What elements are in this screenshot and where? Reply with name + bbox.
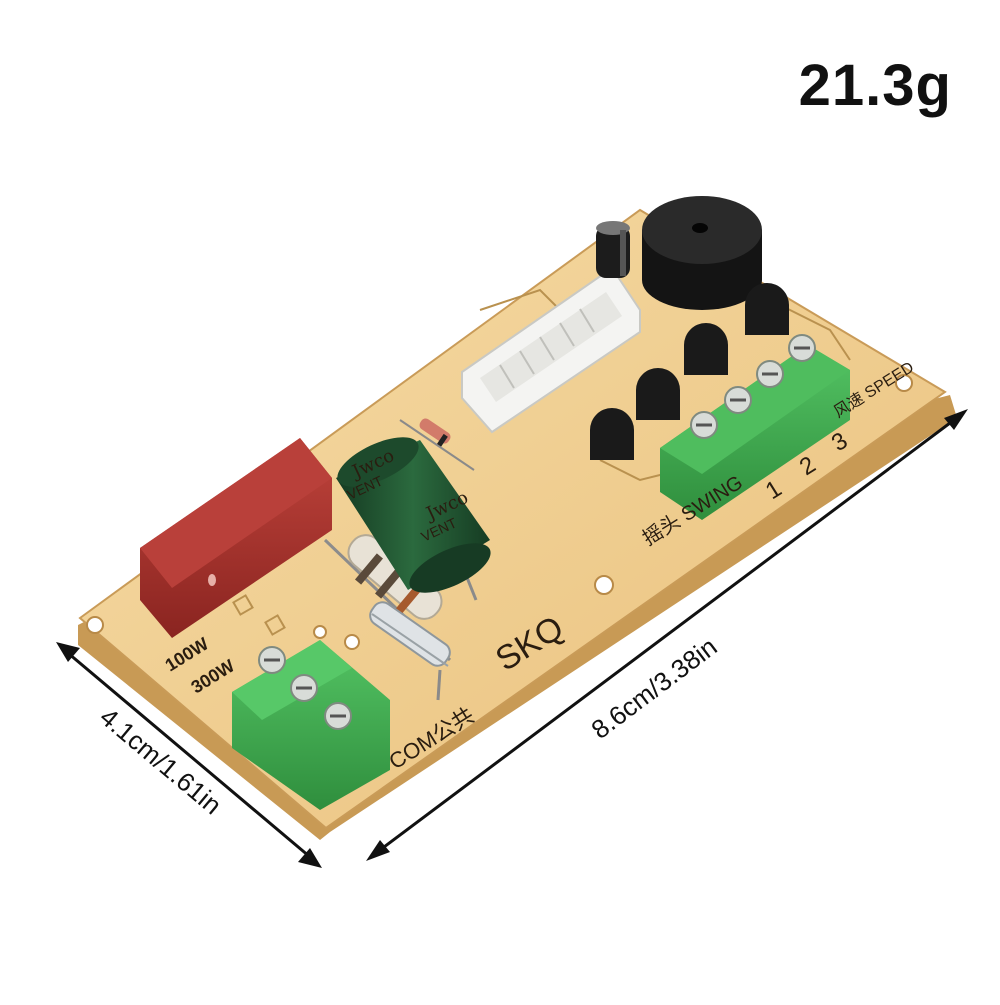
terminal-block-com: [232, 640, 390, 810]
transistors: [590, 283, 789, 460]
terminal-block-speed: [660, 334, 850, 520]
electrolytic-capacitor: Jwco VENT Jwco VENT: [336, 437, 491, 601]
length-dimension-arrow: [366, 409, 968, 861]
buzzer: [642, 196, 762, 310]
film-capacitor: [140, 438, 332, 638]
weight-label: 21.3g: [798, 53, 952, 118]
width-dimension-arrow: [56, 642, 322, 868]
diode: [399, 418, 475, 471]
mounting-holes: [86, 374, 913, 650]
fuse: [369, 601, 451, 701]
small-capacitor: [596, 221, 630, 278]
